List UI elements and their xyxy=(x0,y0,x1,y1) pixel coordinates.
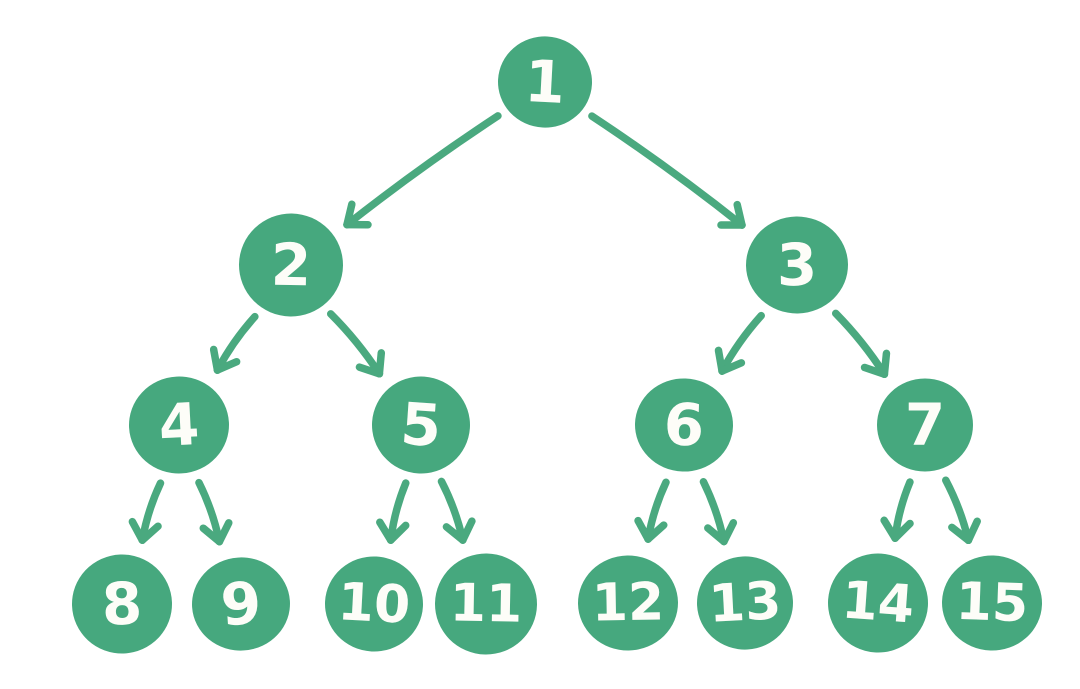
edge-arrowhead xyxy=(718,359,746,375)
tree-node: 5 xyxy=(372,376,470,474)
tree-node-label: 15 xyxy=(955,572,1029,634)
tree-node-circle xyxy=(877,378,973,472)
tree-node: 4 xyxy=(129,376,229,474)
edge-arrowhead xyxy=(733,200,746,229)
tree-node-label: 10 xyxy=(336,572,411,636)
edge-arrow-shaft xyxy=(588,112,746,229)
tree-node-circle xyxy=(746,216,848,314)
edge-arrow xyxy=(699,478,738,546)
tree-node: 2 xyxy=(239,213,343,317)
edge-arrow xyxy=(195,478,233,546)
tree-node-circle xyxy=(828,553,928,653)
tree-node-label: 11 xyxy=(449,573,522,634)
tree-node-circle xyxy=(578,555,678,651)
tree-node: 10 xyxy=(325,556,423,652)
edge-arrow xyxy=(376,479,410,544)
edge-arrow-shaft xyxy=(718,311,765,375)
edge-arrow xyxy=(880,478,914,542)
edge-arrowhead xyxy=(459,517,476,544)
edge-arrow xyxy=(831,309,891,378)
tree-node-circle xyxy=(635,378,733,472)
tree-node-label: 3 xyxy=(776,231,818,300)
tree-node-circle xyxy=(697,556,793,650)
tree-node-label: 7 xyxy=(905,391,945,459)
tree-node-label: 2 xyxy=(270,231,312,300)
tree-node-circle xyxy=(498,36,592,128)
edge-arrow xyxy=(209,312,259,374)
edge-arrowhead xyxy=(138,522,162,544)
edge-arrowhead xyxy=(215,519,233,546)
tree-node-circle xyxy=(325,556,423,652)
tree-node-label: 8 xyxy=(101,569,144,638)
edge-arrowhead xyxy=(387,521,410,544)
edge-arrowhead xyxy=(964,517,981,545)
tree-node: 7 xyxy=(877,378,973,472)
edge-arrow xyxy=(588,112,746,229)
tree-node: 14 xyxy=(828,553,928,653)
tree-node-label: 9 xyxy=(218,569,263,640)
tree-node: 3 xyxy=(746,216,848,314)
tree-node-label: 13 xyxy=(707,571,782,635)
edge-arrow xyxy=(714,311,765,375)
tree-node: 9 xyxy=(192,557,290,651)
edge-arrow xyxy=(634,478,670,543)
tree-node-circle xyxy=(192,557,290,651)
tree-node: 12 xyxy=(578,555,678,651)
tree-node-label: 6 xyxy=(663,390,706,459)
tree-node: 6 xyxy=(635,378,733,472)
edge-arrow-shaft xyxy=(343,112,502,229)
tree-node-circle xyxy=(942,555,1042,651)
tree-node-circle xyxy=(239,213,343,317)
edge-arrowhead xyxy=(644,521,668,543)
tree-node: 1 xyxy=(498,36,592,128)
tree-node-circle xyxy=(372,376,470,474)
tree-node-label: 5 xyxy=(398,390,443,461)
tree-node-label: 4 xyxy=(157,390,201,460)
tree-node-label: 1 xyxy=(523,47,567,117)
tree-node: 13 xyxy=(697,556,793,650)
tree-node-circle xyxy=(435,553,537,655)
tree-node: 11 xyxy=(435,553,537,655)
edge-arrowhead xyxy=(213,357,241,374)
edge-arrow xyxy=(326,310,386,378)
tree-node-circle xyxy=(72,554,172,654)
edge-arrow-shaft xyxy=(831,309,889,378)
edge-arrow xyxy=(343,112,502,229)
edge-arrow xyxy=(942,476,981,545)
edge-arrowhead xyxy=(720,518,738,546)
tree-node-circle xyxy=(129,376,229,474)
edge-arrowhead xyxy=(880,349,891,378)
tree-node: 8 xyxy=(72,554,172,654)
edge-arrow xyxy=(437,477,476,544)
tree-node-label: 12 xyxy=(591,572,664,633)
edge-arrow xyxy=(128,479,165,544)
edge-arrowhead xyxy=(375,349,386,378)
tree-node-label: 14 xyxy=(840,571,916,636)
edge-arrow-shaft xyxy=(326,310,384,378)
edge-arrowhead xyxy=(891,519,914,542)
tree-node: 15 xyxy=(942,555,1042,651)
